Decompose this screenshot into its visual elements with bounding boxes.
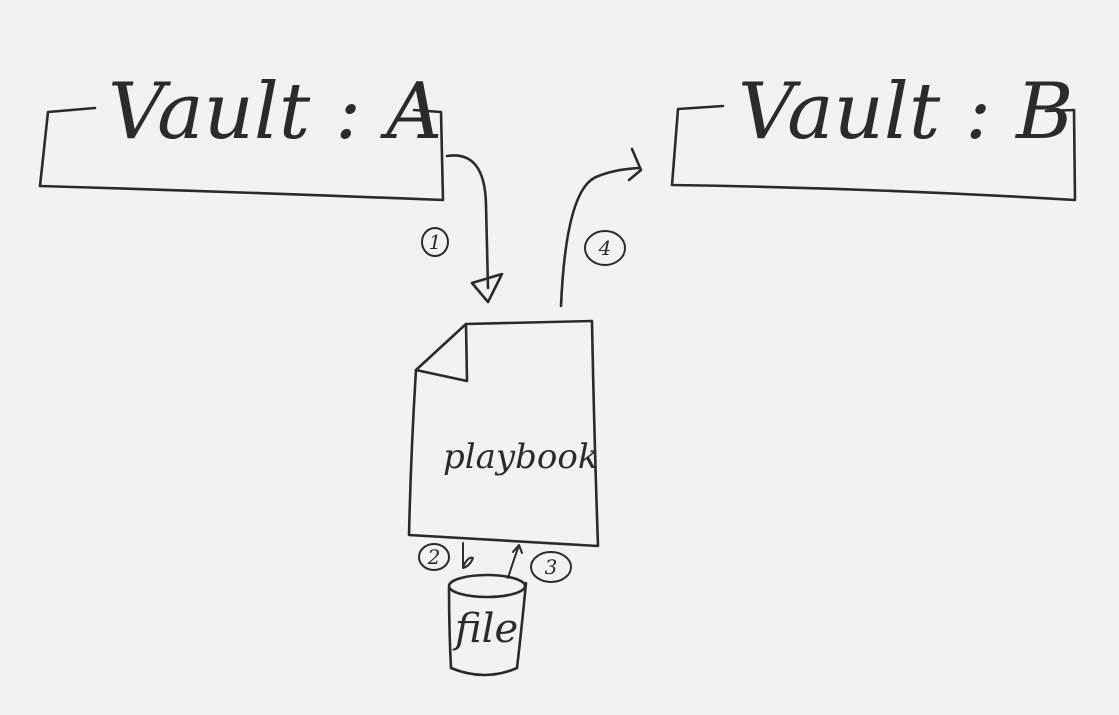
- vault-a-frame: [38, 106, 445, 202]
- cylinder-top: [447, 573, 527, 599]
- arrow-head: [627, 147, 643, 182]
- cylinder-body: [447, 581, 528, 677]
- document-fold-icon: [414, 322, 469, 383]
- vault-b-frame: [670, 104, 1077, 202]
- arrow-line: [445, 154, 490, 290]
- arrow-file-to-playbook: [507, 544, 523, 579]
- document-outline: [407, 319, 600, 548]
- arrow-head: [512, 544, 523, 554]
- step-circle: [530, 551, 572, 583]
- step-circle: [421, 227, 449, 257]
- arrow-playbook-to-vault-b: [559, 147, 643, 308]
- file-label: file: [452, 606, 518, 652]
- playbook-label: playbook: [443, 437, 598, 477]
- arrow-vault-a-to-playbook: [445, 154, 504, 304]
- arrow-line: [507, 547, 519, 579]
- step-circle: [418, 543, 450, 571]
- step-number: 1: [429, 230, 442, 254]
- playbook-document: playbook: [407, 319, 600, 548]
- step-4-marker: 4: [584, 230, 626, 266]
- vault-b: Vault : B: [670, 67, 1077, 202]
- vault-a-label: Vault : A: [108, 67, 442, 157]
- step-3-marker: 3: [530, 551, 572, 583]
- file-cylinder: file: [447, 573, 528, 677]
- step-1-marker: 1: [421, 227, 449, 257]
- arrow-head: [470, 272, 504, 304]
- step-number: 3: [545, 555, 558, 579]
- vault-b-label: Vault : B: [738, 67, 1073, 157]
- step-number: 4: [598, 236, 612, 260]
- step-2-marker: 2: [418, 543, 450, 571]
- arrow-head: [462, 556, 474, 569]
- arrow-playbook-to-file: [462, 542, 474, 569]
- step-number: 2: [427, 545, 441, 569]
- step-circle: [584, 230, 626, 266]
- vault-a: Vault : A: [38, 67, 445, 202]
- arrow-line: [559, 166, 642, 308]
